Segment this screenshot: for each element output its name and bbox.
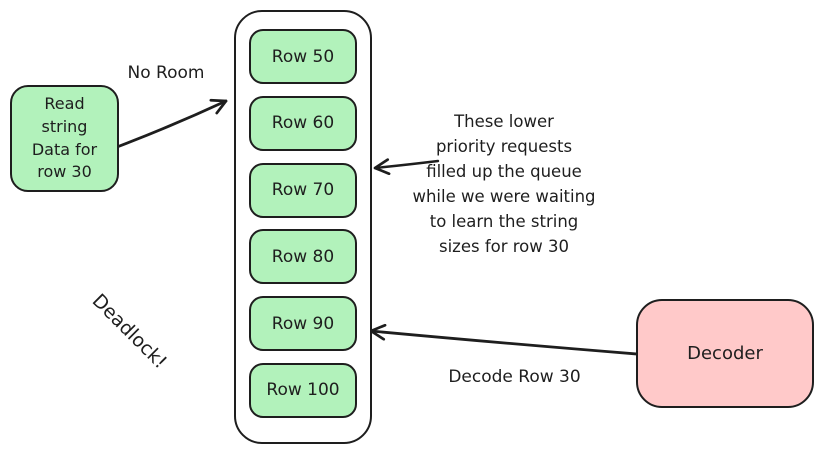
decode-row-label: Decode Row 30 — [448, 367, 581, 387]
queue-row-100: Row 100 — [249, 362, 357, 418]
decoder-arrow — [369, 323, 639, 356]
queue-row-50: Row 50 — [249, 29, 357, 84]
deadlock-label: Deadlock! — [87, 289, 172, 374]
queue-row-60: Row 60 — [249, 95, 357, 151]
queue-row-70: Row 70 — [249, 162, 357, 218]
request-queue: Row 50 Row 60 Row 70 Row 80 Row 90 Row 1… — [234, 10, 372, 444]
queue-note-text: These lower priority requests filled up … — [412, 112, 596, 256]
no-room-label: No Room — [127, 63, 205, 83]
queue-row-90: Row 90 — [249, 296, 357, 352]
read-string-data-box: Read string Data for row 30 — [10, 85, 119, 192]
queue-row-80: Row 80 — [249, 229, 357, 285]
no-room-arrow — [115, 98, 228, 149]
decoder-box: Decoder — [636, 299, 814, 408]
